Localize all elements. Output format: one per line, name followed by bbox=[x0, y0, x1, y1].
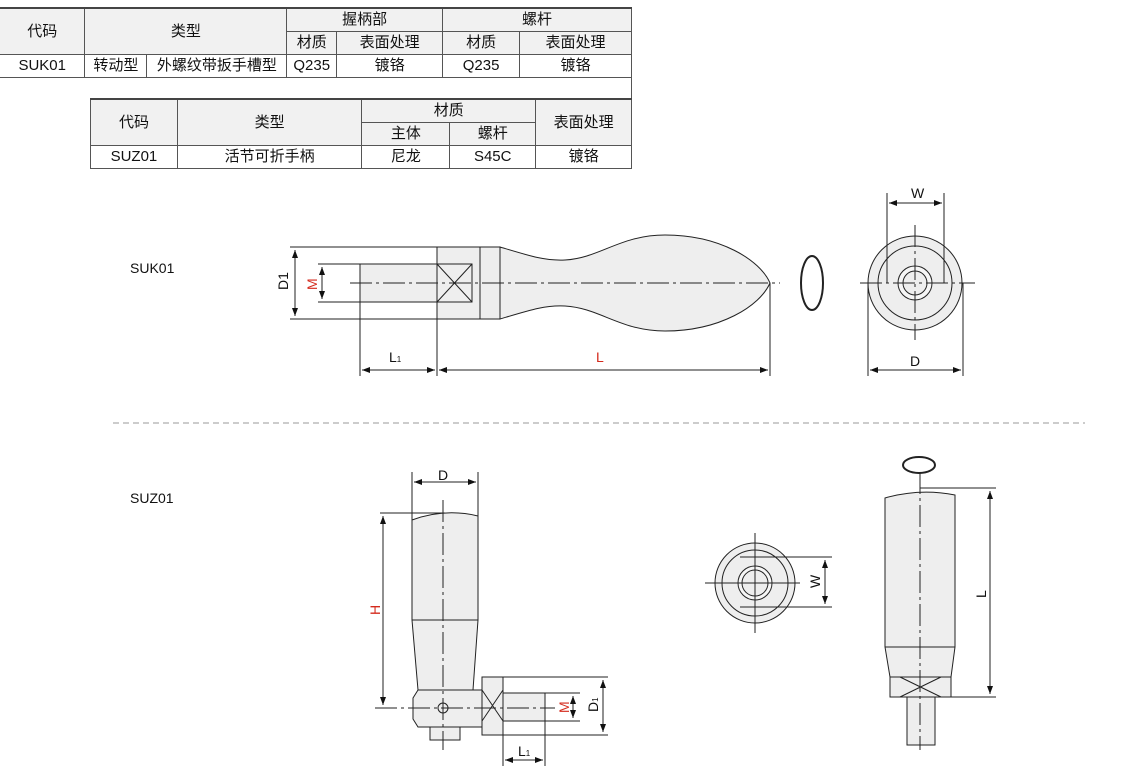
suz01-extended-view bbox=[884, 456, 996, 750]
rotation-arrow-icon bbox=[902, 456, 936, 474]
cell-grip-surface: 镀铬 bbox=[336, 54, 444, 78]
label-m: M bbox=[304, 278, 320, 290]
cell-surface: 镀铬 bbox=[535, 145, 632, 169]
label-d: D bbox=[438, 467, 448, 483]
header-grip-material: 材质 bbox=[286, 31, 338, 55]
suz01-top-view bbox=[705, 533, 832, 633]
label-h: H bbox=[367, 605, 383, 615]
header-code: 代码 bbox=[0, 7, 86, 55]
label-w: W bbox=[807, 574, 823, 588]
label-l1: L1 bbox=[389, 349, 402, 365]
cell-code: SUK01 bbox=[0, 54, 86, 78]
cell-screw: S45C bbox=[449, 145, 537, 169]
label-m: M bbox=[556, 701, 572, 713]
drawing-title-suz01: SUZ01 bbox=[130, 490, 174, 506]
header-type: 类型 bbox=[176, 98, 363, 146]
label-d: D bbox=[910, 353, 920, 369]
cell-grip-material: Q235 bbox=[286, 54, 338, 78]
suk01-side-view bbox=[860, 193, 975, 376]
header-code: 代码 bbox=[90, 98, 178, 146]
header-screw-material: 材质 bbox=[442, 31, 521, 55]
header-screw-surface: 表面处理 bbox=[519, 31, 632, 55]
label-l1: L1 bbox=[518, 743, 531, 759]
label-d1: D1 bbox=[275, 272, 291, 290]
label-l: L bbox=[973, 590, 989, 598]
header-screw: 螺杆 bbox=[449, 122, 537, 146]
cell-body: 尼龙 bbox=[361, 145, 451, 169]
label-d1: D1 bbox=[585, 697, 601, 712]
cell-type1: 转动型 bbox=[84, 54, 148, 78]
cell-code: SUZ01 bbox=[90, 145, 178, 169]
header-grip-surface: 表面处理 bbox=[336, 31, 444, 55]
label-l: L bbox=[596, 349, 604, 365]
header-material: 材质 bbox=[361, 98, 537, 123]
rotation-arrow-icon bbox=[800, 255, 824, 311]
cell-type2: 外螺纹带扳手槽型 bbox=[146, 54, 288, 78]
header-grip: 握柄部 bbox=[286, 7, 444, 32]
cell-type: 活节可折手柄 bbox=[176, 145, 363, 169]
header-screw: 螺杆 bbox=[442, 7, 632, 32]
suz01-folded-view bbox=[375, 472, 608, 766]
cell-screw-surface: 镀铬 bbox=[519, 54, 632, 78]
drawing-title-suk01: SUK01 bbox=[130, 260, 175, 276]
header-surface: 表面处理 bbox=[535, 98, 632, 146]
cell-screw-material: Q235 bbox=[442, 54, 521, 78]
header-body: 主体 bbox=[361, 122, 451, 146]
label-w: W bbox=[911, 185, 925, 201]
table-divider bbox=[631, 75, 632, 98]
